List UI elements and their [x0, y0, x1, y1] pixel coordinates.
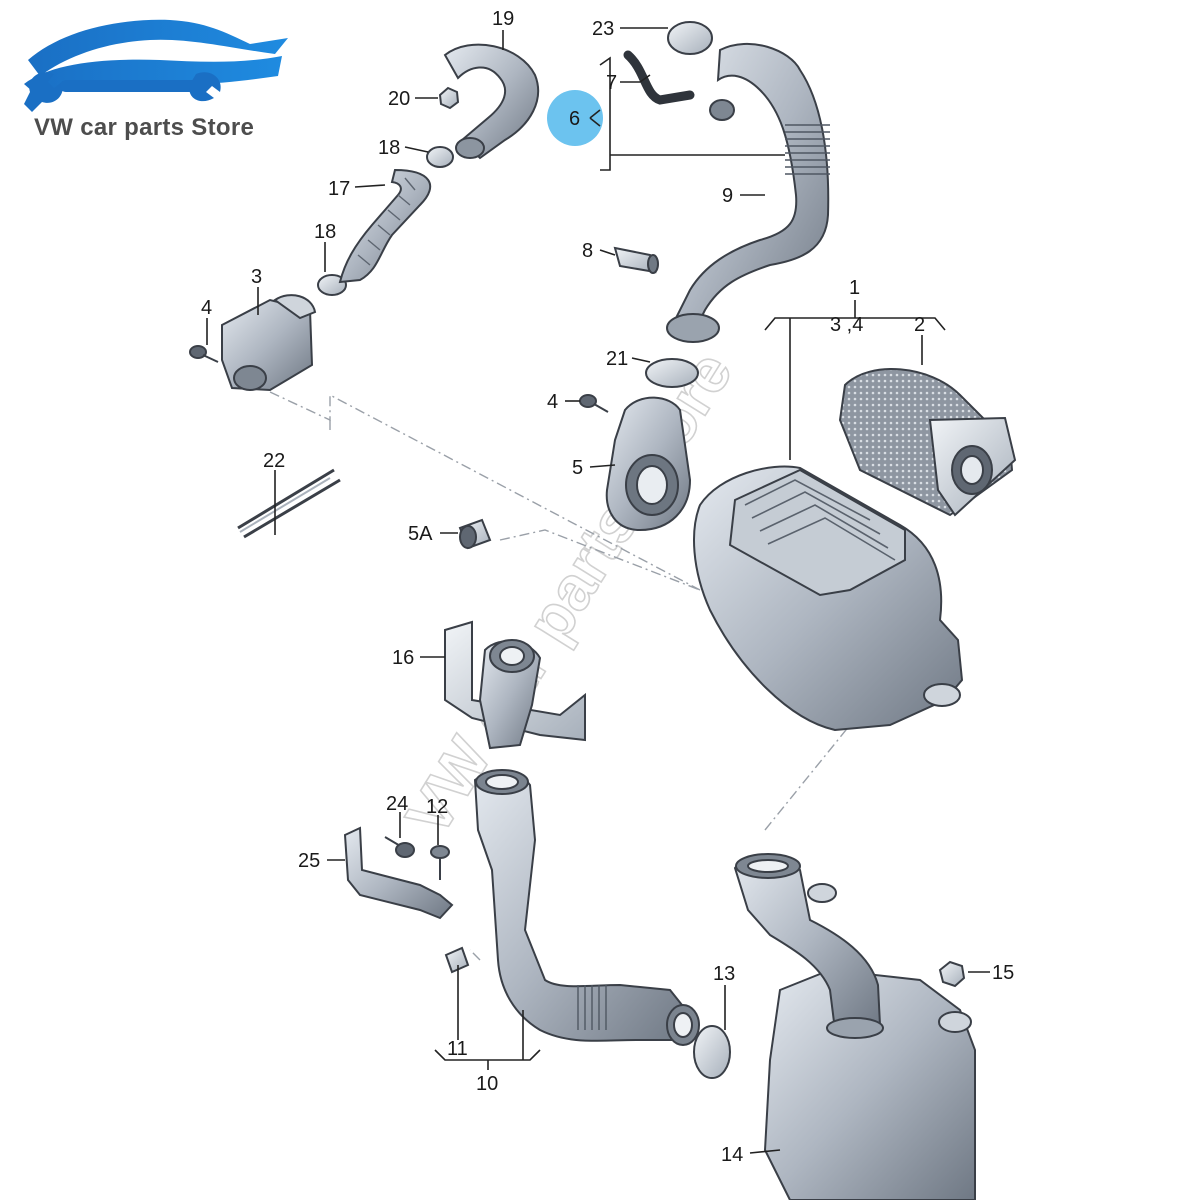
part-4-screw-center [579, 394, 609, 413]
store-name: VW car parts Store [34, 114, 255, 141]
callout-14: 14 [721, 1144, 743, 1166]
callout-3: 3 [251, 266, 262, 288]
callout-1: 1 [849, 277, 860, 299]
part-19-hose [443, 43, 540, 160]
part-13-clamp [693, 1025, 731, 1079]
callout-2: 2 [914, 314, 925, 336]
callout-22: 22 [263, 450, 285, 472]
part-21-clamp [645, 358, 699, 388]
callout-10: 10 [476, 1073, 498, 1095]
callout-16: 16 [392, 647, 414, 669]
highlight-marker [547, 90, 603, 146]
part-25-bracket [343, 826, 454, 920]
callout-8: 8 [582, 240, 593, 262]
callout-5a: 5A [408, 523, 433, 545]
callout-25: 25 [298, 850, 320, 872]
part-20-nut [438, 86, 460, 110]
part-12-screw [430, 845, 450, 880]
callout-15: 15 [992, 962, 1014, 984]
part-24-screw [384, 836, 415, 858]
callout-20: 20 [388, 88, 410, 110]
part-11-clip [444, 946, 470, 974]
part-4-screw-left [189, 345, 219, 363]
callout-labels: 19 20 18 17 18 3 4 23 7 6 9 8 21 4 5 5A … [201, 8, 1014, 1166]
callout-12: 12 [426, 796, 448, 818]
callout-4-center: 4 [547, 391, 558, 413]
part-23-clamp [667, 21, 713, 55]
part-14-resonator [733, 853, 976, 1200]
part-18-clamp-upper [426, 146, 454, 168]
callout-7: 7 [606, 72, 617, 94]
part-3-housing [221, 294, 317, 392]
callout-3-4: 3 ,4 [830, 314, 863, 336]
callout-4-left: 4 [201, 297, 212, 319]
callout-18-lower: 18 [314, 221, 336, 243]
part-10-pipe-assembly [473, 769, 700, 1046]
part-2-filter [838, 368, 1017, 517]
callout-5: 5 [572, 457, 583, 479]
part-1-air-filter-box [693, 465, 964, 732]
car-wrench-logo-icon [24, 19, 288, 112]
watermark: VW car parts Store [393, 340, 745, 847]
callout-17: 17 [328, 178, 350, 200]
part-16-bracket [444, 620, 586, 750]
callout-18-upper: 18 [378, 137, 400, 159]
part-9-intake-hose [666, 42, 830, 343]
callout-23: 23 [592, 18, 614, 40]
part-5a-grommet [458, 518, 492, 550]
callout-13: 13 [713, 963, 735, 985]
assembly-lines [269, 391, 851, 961]
callout-9: 9 [722, 185, 733, 207]
part-22-strips [237, 468, 341, 539]
part-18-clamp-lower [317, 274, 347, 296]
part-17-corrugated-hose [338, 168, 432, 284]
part-7-small-hose [623, 50, 695, 105]
leader-lines [206, 27, 990, 1154]
part-8-sleeve [613, 246, 659, 274]
callout-21: 21 [606, 348, 628, 370]
callout-11: 11 [447, 1038, 468, 1060]
callout-6: 6 [569, 108, 580, 130]
part-5-elbow [605, 396, 692, 532]
part-15-nut [938, 960, 966, 988]
callout-24: 24 [386, 793, 408, 815]
callout-19: 19 [492, 8, 514, 30]
